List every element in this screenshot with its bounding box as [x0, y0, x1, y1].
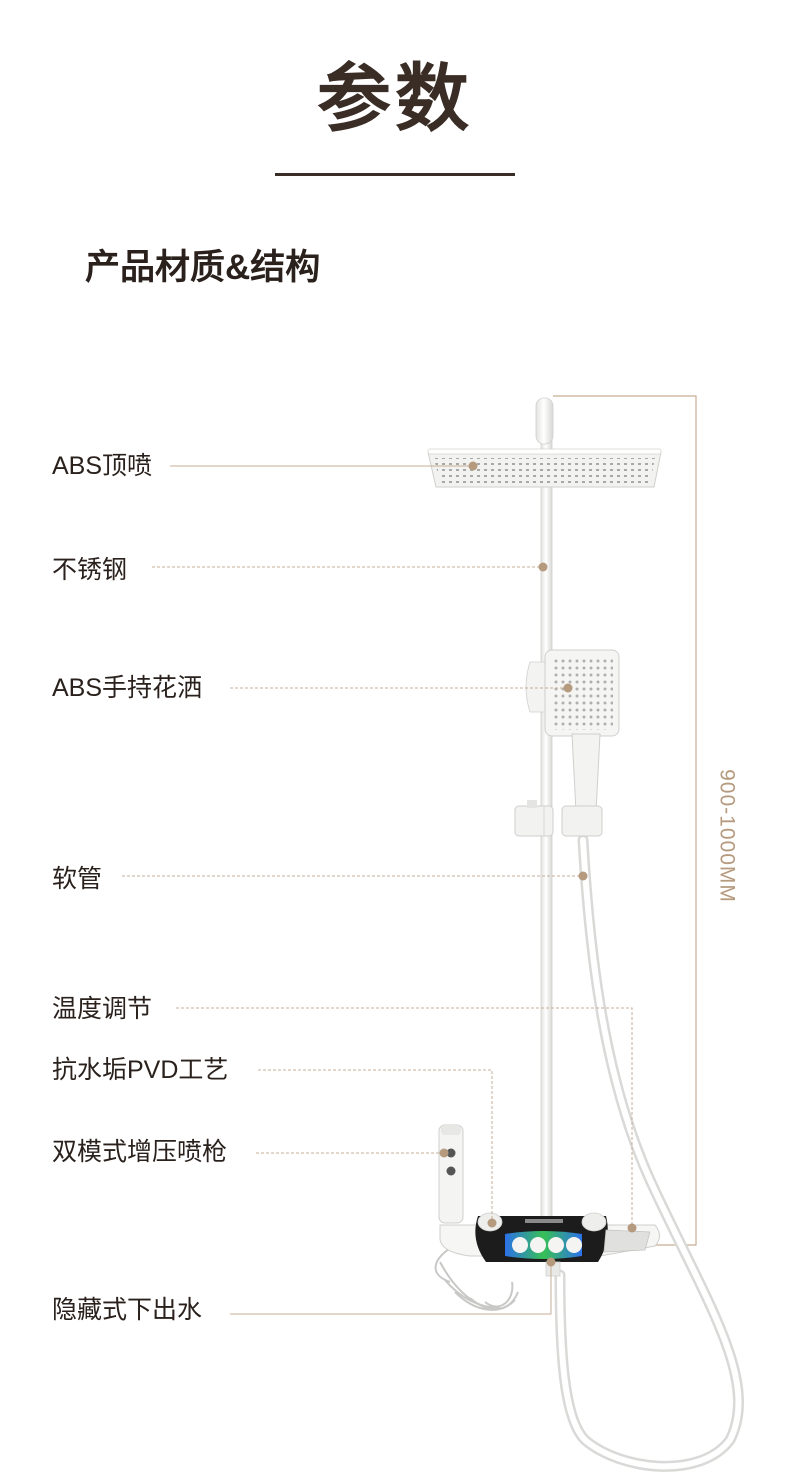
label-top-spray: ABS顶喷	[52, 452, 153, 480]
height-dimension-label: 900-1000MM	[715, 769, 739, 903]
label-hose: 软管	[52, 865, 103, 893]
page-title: 参数	[317, 57, 473, 140]
hose	[554, 834, 744, 1472]
label-hand-shower: ABS手持花洒	[52, 674, 203, 702]
title-divider	[275, 173, 515, 176]
hand-shower	[544, 649, 620, 817]
label-bottom-outlet: 隐藏式下出水	[52, 1296, 203, 1324]
shelf-mixer	[439, 1212, 660, 1277]
leader-lines	[122, 465, 633, 1315]
section-title: 产品材质&结构	[85, 248, 321, 287]
label-spray-gun: 双模式增压喷枪	[52, 1138, 228, 1166]
spray-gun	[438, 1124, 464, 1224]
slide-clamp	[514, 800, 603, 837]
label-stainless-steel: 不锈钢	[52, 556, 128, 584]
label-temperature-control: 温度调节	[52, 995, 153, 1023]
spring-hose	[434, 1244, 519, 1311]
top-rain-shower-head	[427, 448, 662, 488]
label-pvd-process: 抗水垢PVD工艺	[52, 1056, 229, 1084]
callout-dots	[439, 461, 637, 1267]
